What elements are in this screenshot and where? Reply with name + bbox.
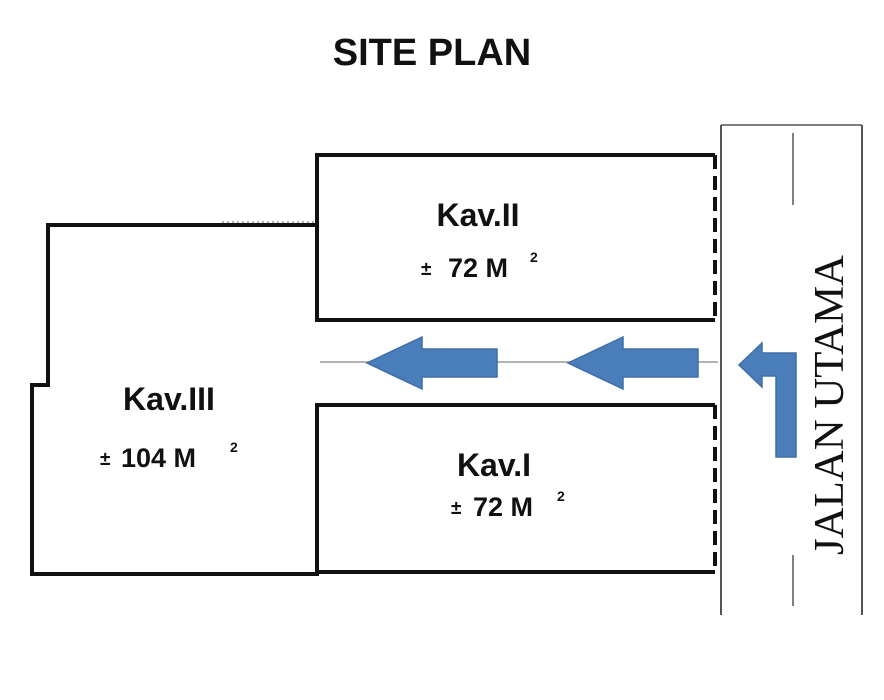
lot-kav-2-plus-minus: ± (421, 259, 431, 280)
lot-kav-2-area: 72 M (448, 253, 508, 283)
lot-kav-2-area-sup: 2 (530, 249, 538, 265)
arrow-left-icon (566, 335, 699, 391)
lot-kav-2-outline (315, 153, 715, 322)
lot-kav-1-plus-minus: ± (451, 498, 461, 519)
lot-kav-2-name: Kav.II (437, 197, 520, 233)
lot-kav-1-area-sup: 2 (557, 488, 565, 504)
arrow-turn-left-icon (737, 341, 797, 458)
plan-title: SITE PLAN (333, 32, 531, 74)
lot-kav-3-plus-minus: ± (100, 449, 110, 470)
road-label: JALAN UTAMA (807, 254, 853, 555)
lot-kav-1-outline (315, 403, 715, 574)
lot-kav-3-name: Kav.III (123, 381, 215, 417)
lot-kav-1 (315, 403, 717, 574)
lot-kav-3-area-sup: 2 (230, 439, 238, 455)
lot-kav-3-area: 104 M (121, 443, 196, 473)
lot-kav-1-area: 72 M (473, 492, 533, 522)
lot-kav-1-name: Kav.I (457, 447, 531, 483)
lot-kav-2 (315, 153, 717, 322)
arrow-left-icon (365, 335, 498, 391)
